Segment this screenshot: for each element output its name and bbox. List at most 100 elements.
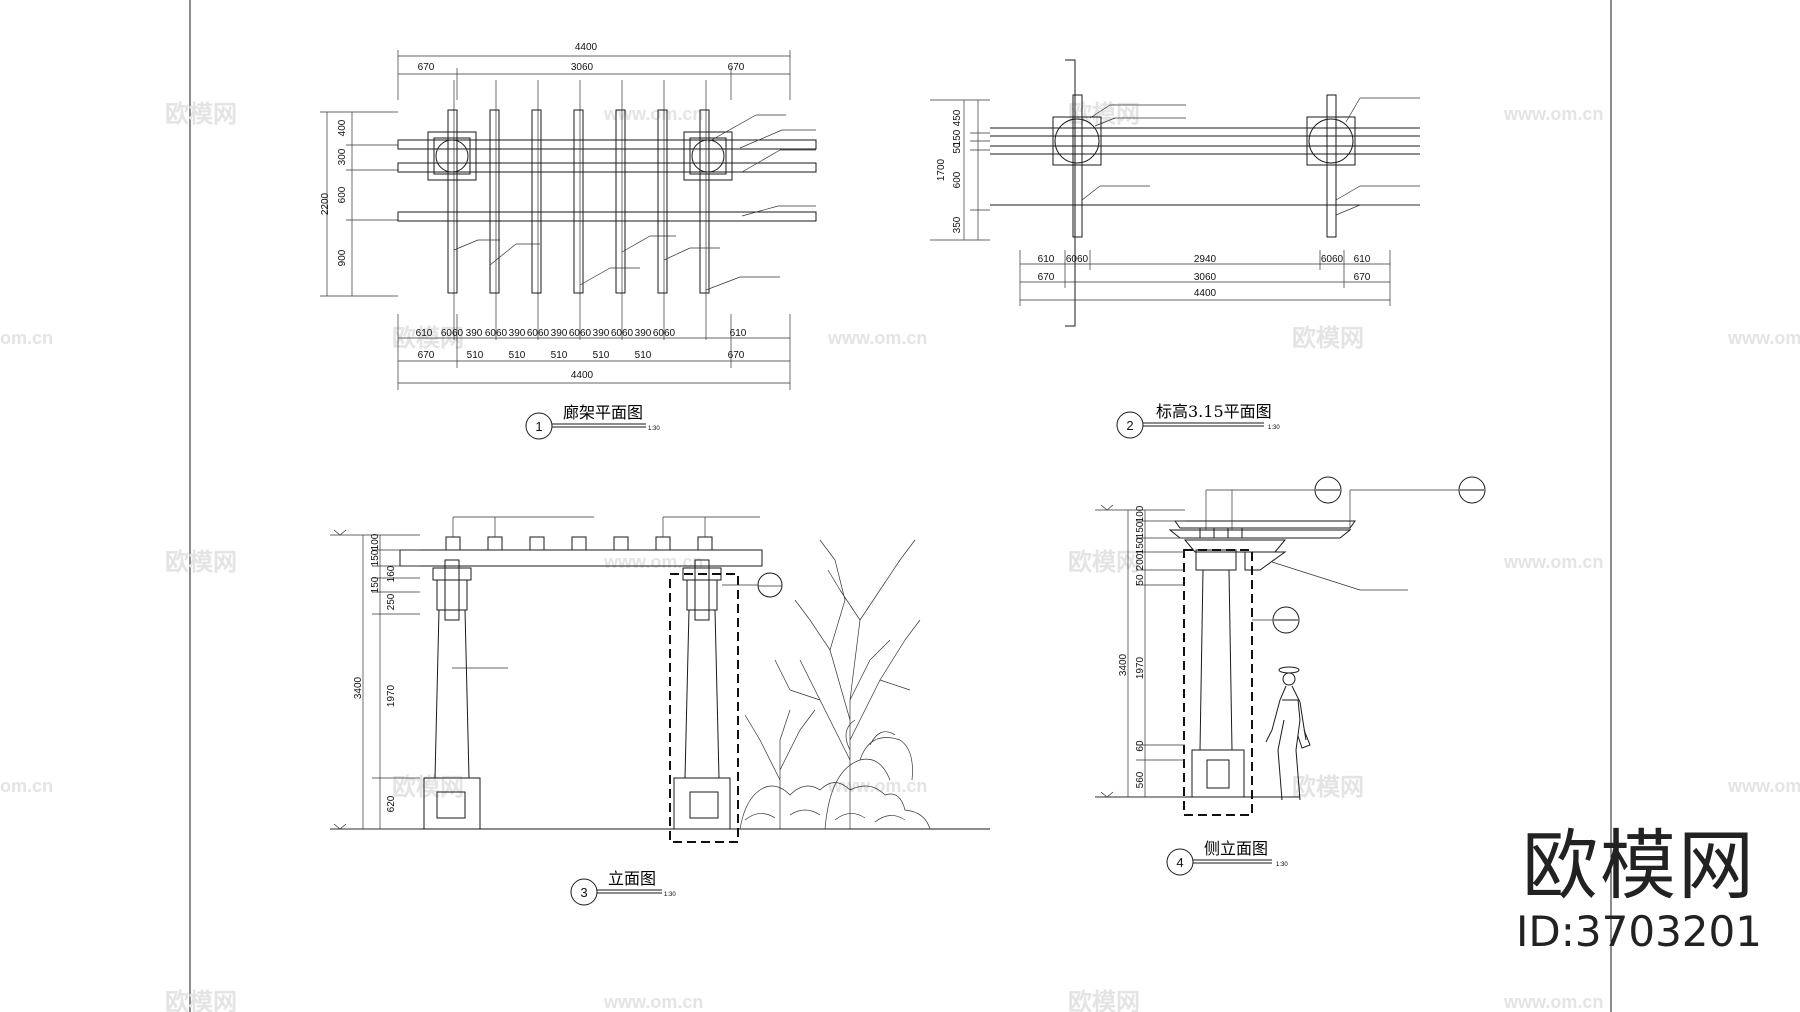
svg-text:610: 610 bbox=[1038, 254, 1055, 265]
svg-text:510: 510 bbox=[509, 350, 526, 361]
svg-text:6060: 6060 bbox=[485, 328, 508, 339]
d2-title: 标高3.15平面图 bbox=[1156, 402, 1272, 421]
svg-text:www.om.cn: www.om.cn bbox=[1727, 776, 1800, 796]
svg-text:50: 50 bbox=[1135, 574, 1146, 586]
svg-text:510: 510 bbox=[593, 350, 610, 361]
svg-text:6060: 6060 bbox=[611, 328, 634, 339]
d1-scale: 1:30 bbox=[648, 426, 660, 432]
drawing-3-elevation: 100 150 150 160 250 1970 620 3400 3 立面图 … bbox=[330, 516, 990, 906]
svg-text:510: 510 bbox=[551, 350, 568, 361]
d1-dim-left-1: 400 bbox=[337, 119, 348, 136]
svg-text:www.om.cn: www.om.cn bbox=[603, 104, 703, 124]
svg-text:1:30: 1:30 bbox=[664, 892, 676, 898]
svg-text:670: 670 bbox=[728, 350, 745, 361]
d2-dim-left-total: 1700 bbox=[936, 158, 947, 181]
svg-text:1970: 1970 bbox=[1135, 656, 1146, 679]
svg-text:欧模网: 欧模网 bbox=[165, 988, 237, 1012]
svg-text:150: 150 bbox=[1135, 537, 1146, 554]
d1-dim-left-4: 900 bbox=[337, 249, 348, 266]
d1-dim-top-2: 3060 bbox=[571, 62, 594, 73]
svg-text:390: 390 bbox=[551, 328, 568, 339]
svg-text:610: 610 bbox=[1354, 254, 1371, 265]
svg-text:6060: 6060 bbox=[1066, 254, 1089, 265]
d1-dim-left-total: 2200 bbox=[320, 192, 331, 215]
drawing-1-title-block: 1 廊架平面图 1:30 bbox=[525, 403, 660, 440]
d3-dim-left-total: 3400 bbox=[353, 676, 364, 699]
d1-dim-bottom-total: 4400 bbox=[571, 370, 594, 381]
svg-text:250: 250 bbox=[386, 593, 397, 610]
svg-text:1970: 1970 bbox=[386, 684, 397, 707]
svg-text:50: 50 bbox=[952, 142, 963, 154]
d4-title: 侧立面图 bbox=[1204, 839, 1268, 858]
svg-text:670: 670 bbox=[418, 350, 435, 361]
svg-text:390: 390 bbox=[593, 328, 610, 339]
svg-text:670: 670 bbox=[1354, 272, 1371, 283]
svg-text:www.om.cn: www.om.cn bbox=[603, 552, 703, 572]
svg-text:390: 390 bbox=[635, 328, 652, 339]
d1-dim-left-3: 600 bbox=[337, 186, 348, 203]
svg-text:560: 560 bbox=[1135, 771, 1146, 788]
tree-illustration bbox=[739, 539, 931, 830]
svg-text:620: 620 bbox=[386, 795, 397, 812]
svg-text:6060: 6060 bbox=[1321, 254, 1344, 265]
d1-dim-top-total: 4400 bbox=[575, 42, 598, 53]
watermark-layer: 欧模网 www.om.cn 欧模网 www.om.cn om.cn 欧模网 ww… bbox=[0, 100, 1800, 1012]
svg-text:390: 390 bbox=[466, 328, 483, 339]
svg-text:欧模网: 欧模网 bbox=[392, 773, 464, 801]
svg-text:欧模网: 欧模网 bbox=[1068, 100, 1140, 128]
d2-dim-bottom-total: 4400 bbox=[1194, 288, 1217, 299]
drawing-1-plan: 4400 670 3060 670 400 300 600 900 2200 bbox=[320, 42, 817, 440]
svg-text:6060: 6060 bbox=[569, 328, 592, 339]
brand-name: 欧模网 bbox=[1522, 821, 1756, 910]
svg-text:450: 450 bbox=[952, 109, 963, 126]
drawing-2-title-block: 2 标高3.15平面图 1:30 bbox=[1116, 402, 1280, 439]
drawing-4-side-elevation: 100 150 150 200 50 1970 60 560 3400 4 侧立… bbox=[1095, 476, 1486, 876]
svg-text:4: 4 bbox=[1176, 855, 1183, 870]
svg-text:欧模网: 欧模网 bbox=[165, 100, 237, 128]
svg-text:150: 150 bbox=[370, 576, 381, 593]
svg-text:1:30: 1:30 bbox=[1276, 862, 1288, 868]
svg-text:6060: 6060 bbox=[527, 328, 550, 339]
svg-text:www.om.cn: www.om.cn bbox=[1503, 992, 1603, 1012]
svg-text:510: 510 bbox=[467, 350, 484, 361]
d1-number: 1 bbox=[535, 419, 542, 434]
d4-dim-left-total: 3400 bbox=[1118, 653, 1129, 676]
brand-logo: 欧模网 ID:3703201 bbox=[1514, 824, 1764, 956]
svg-text:610: 610 bbox=[730, 328, 747, 339]
svg-text:160: 160 bbox=[386, 565, 397, 582]
svg-text:www.om.cn: www.om.cn bbox=[1503, 552, 1603, 572]
d1-dim-top-3: 670 bbox=[728, 62, 745, 73]
svg-text:om.cn: om.cn bbox=[0, 328, 53, 348]
svg-text:2940: 2940 bbox=[1194, 254, 1217, 265]
model-id: ID:3703201 bbox=[1516, 907, 1762, 956]
svg-text:100: 100 bbox=[370, 533, 381, 550]
person-silhouette bbox=[1265, 666, 1311, 801]
svg-text:670: 670 bbox=[1038, 272, 1055, 283]
d1-title: 廊架平面图 bbox=[563, 403, 643, 422]
svg-text:390: 390 bbox=[509, 328, 526, 339]
d1-dim-top-1: 670 bbox=[418, 62, 435, 73]
svg-text:www.om.cn: www.om.cn bbox=[827, 776, 927, 796]
svg-text:3: 3 bbox=[580, 885, 587, 900]
svg-text:欧模网: 欧模网 bbox=[1292, 324, 1364, 352]
svg-text:6060: 6060 bbox=[441, 328, 464, 339]
svg-text:60: 60 bbox=[1135, 740, 1146, 752]
svg-text:3060: 3060 bbox=[1194, 272, 1217, 283]
d1-dim-left-2: 300 bbox=[337, 148, 348, 165]
svg-text:www.om.cn: www.om.cn bbox=[1503, 104, 1603, 124]
svg-text:欧模网: 欧模网 bbox=[1068, 548, 1140, 576]
drawing-3-title-block: 3 立面图 1:30 bbox=[570, 869, 676, 906]
svg-text:欧模网: 欧模网 bbox=[165, 548, 237, 576]
svg-text:150: 150 bbox=[952, 129, 963, 146]
svg-text:510: 510 bbox=[635, 350, 652, 361]
svg-text:600: 600 bbox=[952, 171, 963, 188]
svg-text:150: 150 bbox=[1135, 521, 1146, 538]
svg-text:2: 2 bbox=[1126, 418, 1133, 433]
svg-text:610: 610 bbox=[416, 328, 433, 339]
svg-text:欧模网: 欧模网 bbox=[1068, 988, 1140, 1012]
drawing-4-title-block: 4 侧立面图 1:30 bbox=[1166, 839, 1288, 876]
svg-text:350: 350 bbox=[952, 216, 963, 233]
svg-text:6060: 6060 bbox=[653, 328, 676, 339]
svg-text:1:30: 1:30 bbox=[1268, 425, 1280, 431]
